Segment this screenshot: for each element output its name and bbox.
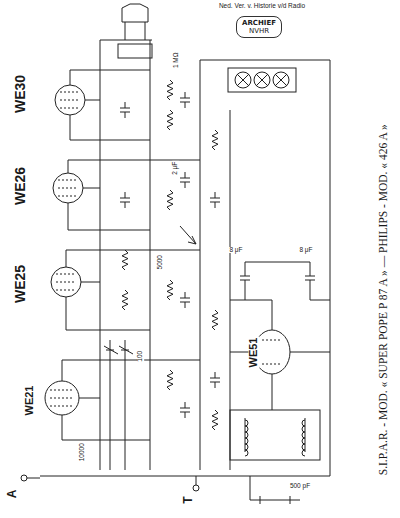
title-text: S.I.P.A.R. - MOD. « SUPER POPE P 87 A » … xyxy=(378,123,390,476)
resistor-symbol xyxy=(167,190,173,210)
tube-label: WE30 xyxy=(13,74,27,114)
capacitor-symbol xyxy=(180,92,190,108)
winding xyxy=(245,438,305,444)
capacitor-symbol xyxy=(210,192,220,208)
winding xyxy=(245,426,305,432)
resistor-symbol xyxy=(212,310,218,330)
component-value: 5000 xyxy=(157,254,164,270)
resistor-symbol xyxy=(167,110,173,130)
potentiometer-symbol xyxy=(180,226,196,244)
wire xyxy=(40,40,330,476)
component-value: 2 μF xyxy=(173,160,180,175)
resistor-symbol xyxy=(167,280,173,300)
component-value: 10000 xyxy=(79,442,86,462)
speaker-symbol xyxy=(122,4,148,22)
stamp-text: ARCHIEF xyxy=(242,19,276,27)
resistor-symbol xyxy=(212,130,218,150)
mains-transformer xyxy=(230,410,320,460)
resistor-symbol xyxy=(122,290,128,310)
terminal xyxy=(21,475,27,481)
transformer-windings xyxy=(245,418,305,452)
lamp-panel xyxy=(228,68,296,92)
resistor-symbol xyxy=(167,370,173,390)
filter-wiring xyxy=(230,262,330,410)
archive-note: Ned. Ver. v. Historie v/d Radio xyxy=(218,3,306,10)
tube-label: WE51 xyxy=(249,336,260,368)
tube-label: WE25 xyxy=(13,264,27,304)
capacitor-symbol xyxy=(120,192,130,208)
wire xyxy=(118,22,152,40)
winding xyxy=(245,420,305,426)
winding xyxy=(245,432,305,438)
capacitor-symbol xyxy=(180,172,190,188)
capacitor-symbol xyxy=(180,292,190,308)
component-value: 8 μF xyxy=(298,247,313,254)
wire xyxy=(27,476,300,504)
component-value: 8 μF xyxy=(228,247,243,254)
archive-stamp: ARCHIEFNVHR xyxy=(236,16,282,38)
lamp-filament xyxy=(237,74,287,86)
capacitor-symbol xyxy=(210,372,220,388)
resistor-symbol xyxy=(122,250,128,270)
capacitor-symbol xyxy=(120,102,130,118)
winding xyxy=(245,444,305,450)
wire xyxy=(62,70,200,440)
terminal xyxy=(193,485,199,491)
transformer-symbol xyxy=(118,44,152,58)
component-value: 500 pF xyxy=(289,483,311,490)
tube-electrodes xyxy=(50,92,282,406)
winding xyxy=(245,450,305,456)
tuning-capacitor xyxy=(104,340,133,470)
resistor-symbol xyxy=(212,410,218,430)
terminal-label: T xyxy=(182,495,194,504)
stamp-text: NVHR xyxy=(242,27,276,35)
tube-label: WE21 xyxy=(25,384,36,416)
terminal-label: A xyxy=(6,489,18,500)
capacitor-symbol xyxy=(180,402,190,418)
tube-label: WE26 xyxy=(13,166,27,206)
component-value: 100 xyxy=(137,350,144,363)
component-value: 1 MΩ xyxy=(173,51,180,69)
resistor-symbol xyxy=(167,80,173,100)
